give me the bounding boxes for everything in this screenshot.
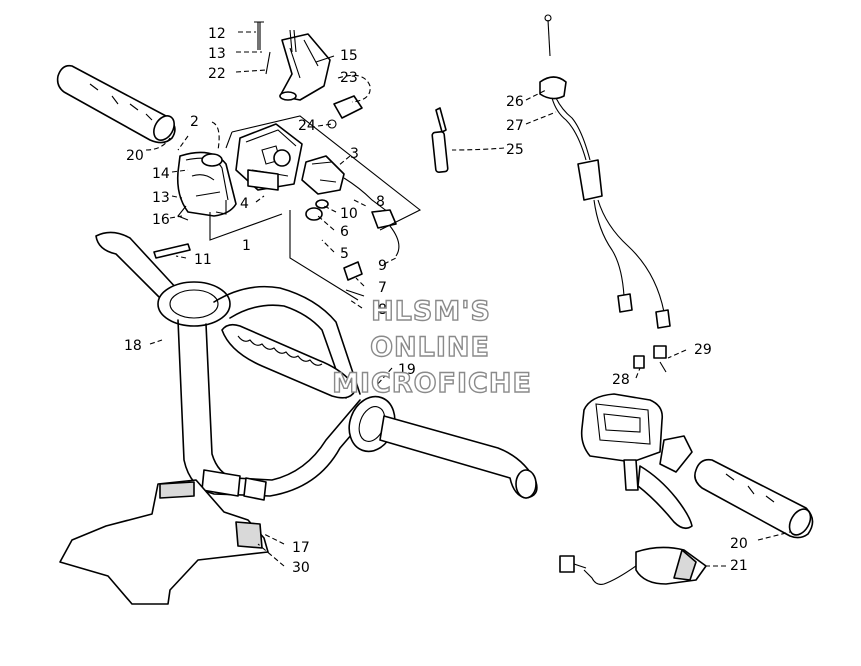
leader-lines <box>145 31 791 567</box>
callout-11: 11 <box>194 252 212 268</box>
callout-7: 7 <box>378 280 387 296</box>
callout-10: 10 <box>340 206 358 222</box>
callout-13: 13 <box>208 46 226 62</box>
callout-labels: 12 13 22 15 23 2 24 3 20 14 13 16 4 10 8… <box>124 26 748 576</box>
callout-15: 15 <box>340 48 358 64</box>
callout-24: 24 <box>298 118 316 134</box>
callout-12: 12 <box>208 26 226 42</box>
right-switch <box>301 155 400 257</box>
callout-13-lower: 13 <box>152 190 170 206</box>
callout-27: 27 <box>506 118 524 134</box>
watermark-line-2: ONLINE <box>369 331 490 363</box>
bracket-assembly <box>254 21 363 129</box>
callout-9: 9 <box>378 258 387 274</box>
right-hand-grip <box>694 458 814 539</box>
callout-3: 3 <box>350 146 359 162</box>
left-hand-grip <box>56 64 176 144</box>
handlebar <box>95 231 538 501</box>
watermark-line-3: MICROFICHE <box>331 367 532 399</box>
brake-master-cylinder <box>580 393 693 530</box>
callout-6: 6 <box>340 224 349 240</box>
watermark-line-1: HLSM'S <box>370 295 491 327</box>
small-parts-28-29 <box>633 345 667 373</box>
callout-29: 29 <box>694 342 712 358</box>
callout-8-upper: 8 <box>376 194 385 210</box>
left-switch-housing <box>176 151 237 221</box>
callout-20-right: 20 <box>730 536 748 552</box>
bolt-11 <box>153 243 191 259</box>
callout-8-lower: 8 <box>378 302 387 318</box>
callout-18: 18 <box>124 338 142 354</box>
callout-21: 21 <box>730 558 748 574</box>
callout-19: 19 <box>398 362 416 378</box>
callout-25: 25 <box>506 142 524 158</box>
callout-14: 14 <box>152 166 170 182</box>
callout-30: 30 <box>292 560 310 576</box>
callout-23: 23 <box>340 70 358 86</box>
callout-5: 5 <box>340 246 349 262</box>
callout-4: 4 <box>240 196 249 212</box>
bar-pad-cover <box>59 479 269 605</box>
callout-22: 22 <box>208 66 226 82</box>
callout-26: 26 <box>506 94 524 110</box>
callout-1: 1 <box>242 238 251 254</box>
callout-20-left: 20 <box>126 148 144 164</box>
callout-16: 16 <box>152 212 170 228</box>
switch-block <box>235 123 303 191</box>
callout-2: 2 <box>190 114 199 130</box>
pin-25 <box>431 107 449 174</box>
assembly-outline <box>177 115 422 301</box>
throttle-cable <box>539 14 671 329</box>
callout-17: 17 <box>292 540 310 556</box>
heater-element-21 <box>559 546 707 585</box>
callout-28: 28 <box>612 372 630 388</box>
